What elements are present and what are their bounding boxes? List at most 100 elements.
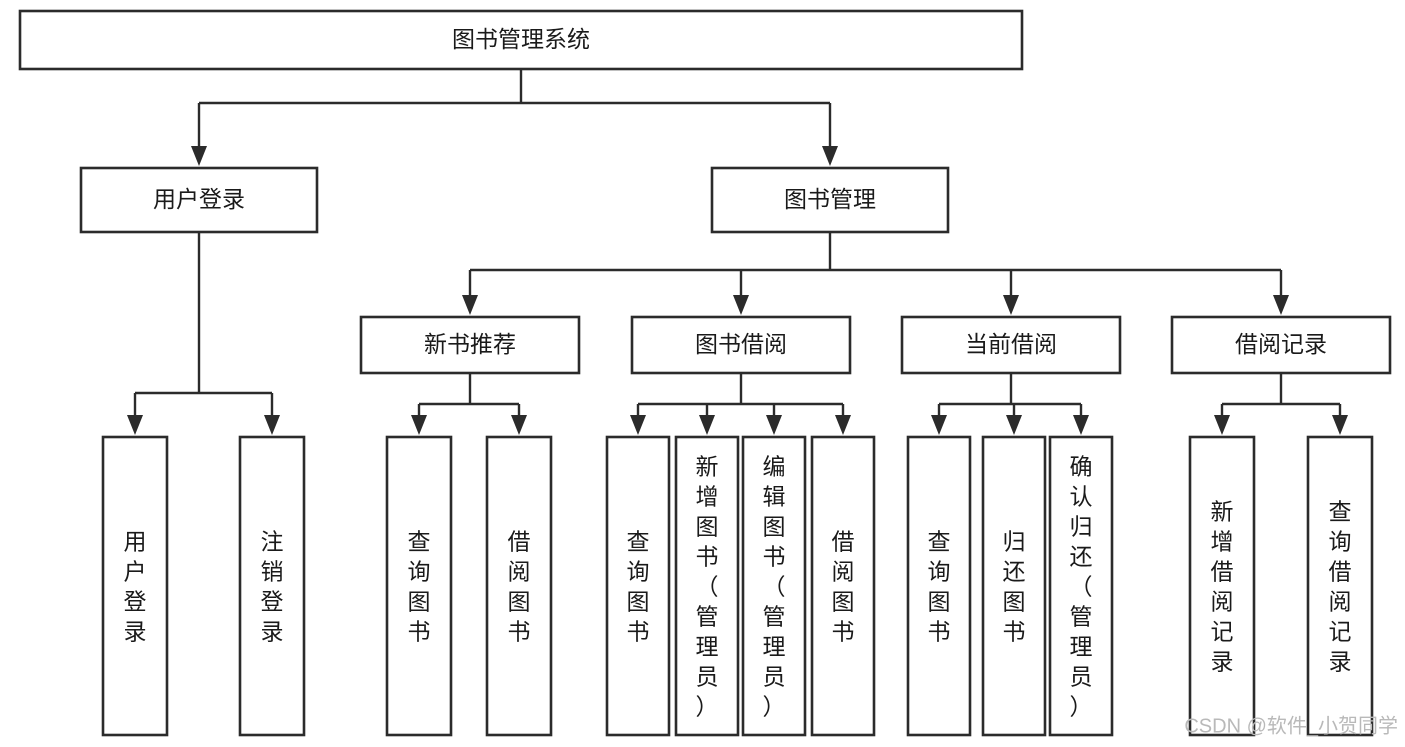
glyph: ） bbox=[763, 693, 786, 719]
arrow-head-icon bbox=[1332, 415, 1348, 435]
glyph: 管 bbox=[696, 603, 719, 629]
node-book-borrow[interactable]: 图书借阅 bbox=[630, 315, 852, 375]
node-label-leaf-user-login: 用户登录 bbox=[124, 528, 147, 644]
arrow-head-icon bbox=[1273, 295, 1289, 315]
glyph: 用 bbox=[124, 528, 147, 554]
node-leaf-query-record[interactable]: 查询借阅记录 bbox=[1306, 435, 1374, 737]
glyph: 借 bbox=[1329, 558, 1352, 584]
arrow-head-icon bbox=[1006, 415, 1022, 435]
glyph: 图 bbox=[627, 588, 650, 614]
connector-group-c-root-bus bbox=[191, 69, 838, 166]
node-label-leaf-borrow-book-rec: 借阅图书 bbox=[508, 528, 531, 644]
glyph: 登 bbox=[124, 588, 147, 614]
glyph: 书 bbox=[832, 618, 855, 644]
node-box-leaf-return-book[interactable] bbox=[981, 435, 1047, 737]
glyph: 管 bbox=[763, 603, 786, 629]
glyph: 录 bbox=[1211, 648, 1234, 674]
node-box-leaf-user-login[interactable] bbox=[101, 435, 169, 737]
node-leaf-query-book-borrow[interactable]: 查询图书 bbox=[605, 435, 671, 737]
node-box-leaf-add-record[interactable] bbox=[1188, 435, 1256, 737]
glyph: 查 bbox=[627, 528, 650, 554]
arrow-head-icon bbox=[411, 415, 427, 435]
arrow-head-icon bbox=[931, 415, 947, 435]
node-leaf-add-record[interactable]: 新增借阅记录 bbox=[1188, 435, 1256, 737]
glyph: 书 bbox=[928, 618, 951, 644]
node-leaf-query-book-rec[interactable]: 查询图书 bbox=[385, 435, 453, 737]
node-new-book-rec[interactable]: 新书推荐 bbox=[359, 315, 581, 375]
glyph: 理 bbox=[696, 633, 719, 659]
glyph: 阅 bbox=[508, 558, 531, 584]
node-book-manage[interactable]: 图书管理 bbox=[710, 166, 950, 234]
node-root[interactable]: 图书管理系统 bbox=[18, 9, 1024, 71]
arrow-head-icon bbox=[699, 415, 715, 435]
node-leaf-borrow-book-rec[interactable]: 借阅图书 bbox=[485, 435, 553, 737]
node-box-current-borrow[interactable] bbox=[900, 315, 1122, 375]
node-label-leaf-query-book-borrow: 查询图书 bbox=[627, 528, 650, 644]
glyph: 确 bbox=[1070, 453, 1093, 479]
node-box-book-manage[interactable] bbox=[710, 166, 950, 234]
node-label-leaf-confirm-return: 确认归还（管理员） bbox=[1070, 453, 1093, 719]
node-box-leaf-confirm-return[interactable] bbox=[1048, 435, 1114, 737]
glyph: 图 bbox=[928, 588, 951, 614]
glyph: 增 bbox=[1211, 528, 1234, 554]
node-box-leaf-add-book[interactable] bbox=[674, 435, 740, 737]
node-leaf-return-book[interactable]: 归还图书 bbox=[981, 435, 1047, 737]
node-box-book-borrow[interactable] bbox=[630, 315, 852, 375]
node-leaf-query-book-cur[interactable]: 查询图书 bbox=[906, 435, 972, 737]
node-box-leaf-query-book-rec[interactable] bbox=[385, 435, 453, 737]
node-box-leaf-borrow-book[interactable] bbox=[810, 435, 876, 737]
connector-group-c-user-login-bus bbox=[127, 232, 280, 435]
glyph: 阅 bbox=[832, 558, 855, 584]
node-box-root[interactable] bbox=[18, 9, 1024, 71]
node-box-leaf-edit-book[interactable] bbox=[741, 435, 807, 737]
node-label-leaf-add-book: 新增图书（管理员） bbox=[696, 453, 719, 719]
node-leaf-add-book[interactable]: 新增图书（管理员） bbox=[674, 435, 740, 737]
glyph: 图 bbox=[696, 513, 719, 539]
node-label-leaf-query-book-rec: 查询图书 bbox=[408, 528, 431, 644]
glyph: 记 bbox=[1329, 618, 1352, 644]
node-user-login[interactable]: 用户登录 bbox=[79, 166, 319, 234]
node-leaf-borrow-book[interactable]: 借阅图书 bbox=[810, 435, 876, 737]
node-leaf-confirm-return[interactable]: 确认归还（管理员） bbox=[1048, 435, 1114, 737]
node-box-borrow-record[interactable] bbox=[1170, 315, 1392, 375]
node-label-leaf-edit-book: 编辑图书（管理员） bbox=[763, 453, 786, 719]
csdn-watermark: CSDN @软件_小贺同学 bbox=[1184, 714, 1398, 737]
glyph: 询 bbox=[408, 558, 431, 584]
node-box-leaf-query-book-borrow[interactable] bbox=[605, 435, 671, 737]
glyph: 借 bbox=[832, 528, 855, 554]
node-label-book-borrow: 图书借阅 bbox=[695, 331, 787, 357]
glyph: 书 bbox=[408, 618, 431, 644]
node-leaf-logout[interactable]: 注销登录 bbox=[238, 435, 306, 737]
node-label-root: 图书管理系统 bbox=[452, 26, 590, 52]
glyph: （ bbox=[696, 573, 719, 599]
glyph: 归 bbox=[1070, 513, 1093, 539]
connector-group-c-book-borrow-bus bbox=[630, 373, 851, 435]
glyph: 员 bbox=[763, 663, 786, 689]
node-box-user-login[interactable] bbox=[79, 166, 319, 234]
glyph: 登 bbox=[261, 588, 284, 614]
node-leaf-user-login[interactable]: 用户登录 bbox=[101, 435, 169, 737]
glyph: 户 bbox=[124, 558, 147, 584]
glyph: 还 bbox=[1003, 558, 1026, 584]
node-label-user-login: 用户登录 bbox=[153, 186, 245, 212]
node-box-leaf-borrow-book-rec[interactable] bbox=[485, 435, 553, 737]
node-borrow-record[interactable]: 借阅记录 bbox=[1170, 315, 1392, 375]
arrow-head-icon bbox=[835, 415, 851, 435]
node-box-leaf-query-record[interactable] bbox=[1306, 435, 1374, 737]
glyph: 辑 bbox=[763, 483, 786, 509]
glyph: 书 bbox=[763, 543, 786, 569]
arrow-head-icon bbox=[1003, 295, 1019, 315]
node-box-new-book-rec[interactable] bbox=[359, 315, 581, 375]
connector-group-c-current-borrow-bus bbox=[931, 373, 1089, 435]
arrow-head-icon bbox=[191, 146, 207, 166]
node-leaf-edit-book[interactable]: 编辑图书（管理员） bbox=[741, 435, 807, 737]
glyph: 借 bbox=[1211, 558, 1234, 584]
glyph: 图 bbox=[508, 588, 531, 614]
node-box-leaf-logout[interactable] bbox=[238, 435, 306, 737]
node-box-leaf-query-book-cur[interactable] bbox=[906, 435, 972, 737]
glyph: 理 bbox=[1070, 633, 1093, 659]
node-current-borrow[interactable]: 当前借阅 bbox=[900, 315, 1122, 375]
glyph: ） bbox=[1070, 693, 1093, 719]
